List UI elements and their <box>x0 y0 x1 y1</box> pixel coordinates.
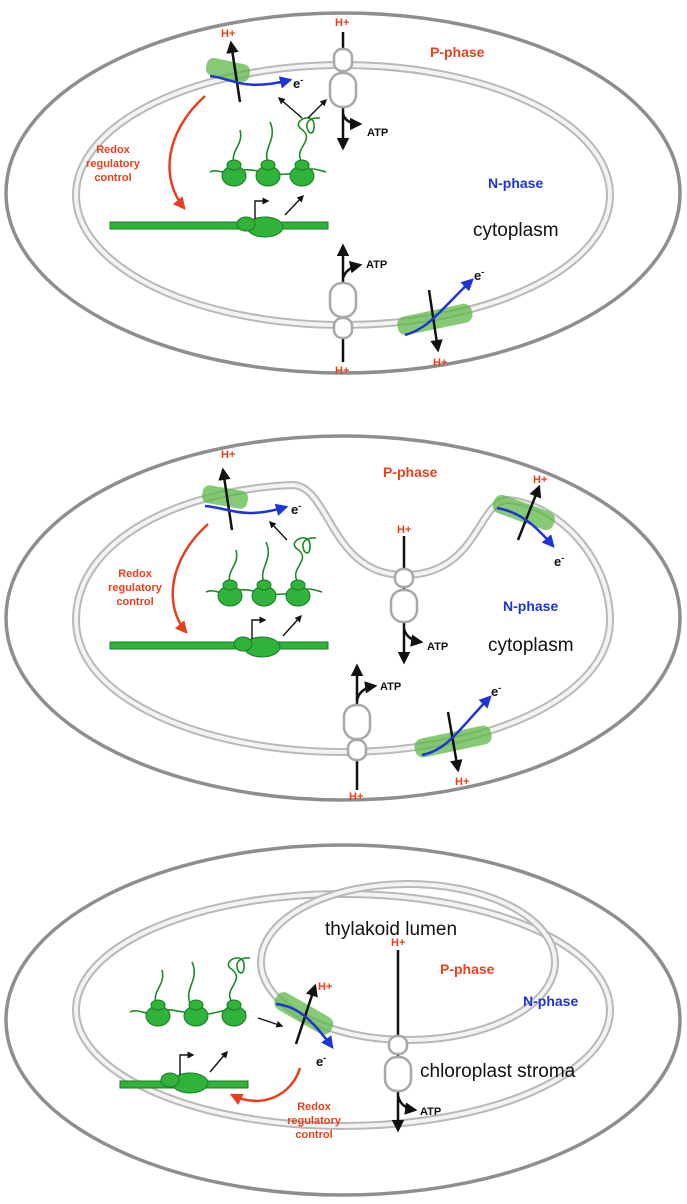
n-phase-label: N-phase <box>523 993 578 1009</box>
inner-membrane-invaginated <box>71 480 615 757</box>
atp-label: ATP <box>427 641 448 653</box>
redox-control-label: Redox regulatory control <box>86 144 141 184</box>
atp-synthase-icon <box>328 243 363 362</box>
thylakoid-lumen-label: thylakoid lumen <box>325 919 457 940</box>
electron-transport-complex-icon <box>274 983 334 1050</box>
p-phase-label: P-phase <box>383 464 438 480</box>
redox-control-arrow <box>171 523 209 634</box>
ribosome-icon <box>129 957 251 1027</box>
redox-control-arrow <box>229 1067 302 1106</box>
proton-label: H+ <box>455 776 469 788</box>
proton-label: H+ <box>397 524 411 536</box>
proton-label: H+ <box>318 981 332 993</box>
svg-text:Redox: Redox <box>118 568 153 580</box>
ribosome-icon <box>209 117 327 187</box>
chloroplast-stroma-label: chloroplast stroma <box>420 1061 576 1082</box>
panel-3-chloroplast: thylakoid lumen P-phase N-phase chloropl… <box>4 843 682 1197</box>
dna-icon <box>109 197 329 238</box>
panel-1-bacterial-cell: H+ e- H+ ATP P-phase N-phase cytoplasm <box>4 11 682 377</box>
electron-transport-complex-icon <box>205 40 293 103</box>
proton-label: H+ <box>335 17 349 29</box>
electron-label: e- <box>491 683 501 699</box>
panel-2-invaginated-cell: H+ e- P-phase N-phase cytoplasm H+ ATP H… <box>4 434 682 803</box>
electron-label: e- <box>316 1053 326 1069</box>
svg-text:regulatory: regulatory <box>86 158 141 170</box>
cytoplasm-label: cytoplasm <box>488 635 574 656</box>
proton-label: H+ <box>391 937 405 949</box>
p-phase-label: P-phase <box>430 44 485 60</box>
electron-transport-complex-icon <box>201 467 289 531</box>
svg-text:Redox: Redox <box>297 1101 332 1113</box>
proton-label: H+ <box>221 28 235 40</box>
svg-text:control: control <box>295 1129 332 1141</box>
p-phase-label: P-phase <box>440 961 495 977</box>
atp-synthase-icon <box>342 663 378 790</box>
ribosome-icon <box>205 537 323 607</box>
svg-text:regulatory: regulatory <box>108 582 163 594</box>
electron-label: e- <box>554 553 564 569</box>
atp-synthase-icon <box>328 32 363 151</box>
electron-transport-complex-icon <box>397 278 474 353</box>
proton-label: H+ <box>221 449 235 461</box>
redox-control-arrow <box>168 95 206 210</box>
svg-text:Redox: Redox <box>96 144 131 156</box>
electron-transport-complex-icon <box>414 695 492 773</box>
atp-synthase-icon <box>383 950 418 1133</box>
electron-label: e- <box>293 75 303 91</box>
thylakoid-membrane <box>257 880 559 1044</box>
outer-membrane <box>4 434 682 802</box>
n-phase-label: N-phase <box>488 175 543 191</box>
redox-control-label: Redox regulatory control <box>108 568 163 608</box>
n-phase-label: N-phase <box>503 598 558 614</box>
electron-label: e- <box>291 501 301 517</box>
proton-label: H+ <box>349 791 363 803</box>
svg-text:control: control <box>116 596 153 608</box>
cytoplasm-label: cytoplasm <box>473 220 559 241</box>
atp-label: ATP <box>380 681 401 693</box>
proton-label: H+ <box>335 365 349 377</box>
electron-transport-complex-icon <box>492 484 555 548</box>
atp-label: ATP <box>420 1106 441 1118</box>
dna-icon <box>109 616 329 658</box>
outer-membrane <box>4 11 682 375</box>
atp-synthase-icon <box>389 536 424 665</box>
atp-label: ATP <box>367 127 388 139</box>
atp-label: ATP <box>366 259 387 271</box>
outer-membrane <box>4 843 682 1197</box>
electron-label: e- <box>474 267 484 283</box>
dna-icon <box>119 1051 249 1094</box>
proton-label: H+ <box>433 357 447 369</box>
proton-label: H+ <box>533 474 547 486</box>
svg-text:regulatory: regulatory <box>287 1115 342 1127</box>
svg-text:control: control <box>94 172 131 184</box>
redox-control-label: Redox regulatory control <box>287 1101 342 1141</box>
